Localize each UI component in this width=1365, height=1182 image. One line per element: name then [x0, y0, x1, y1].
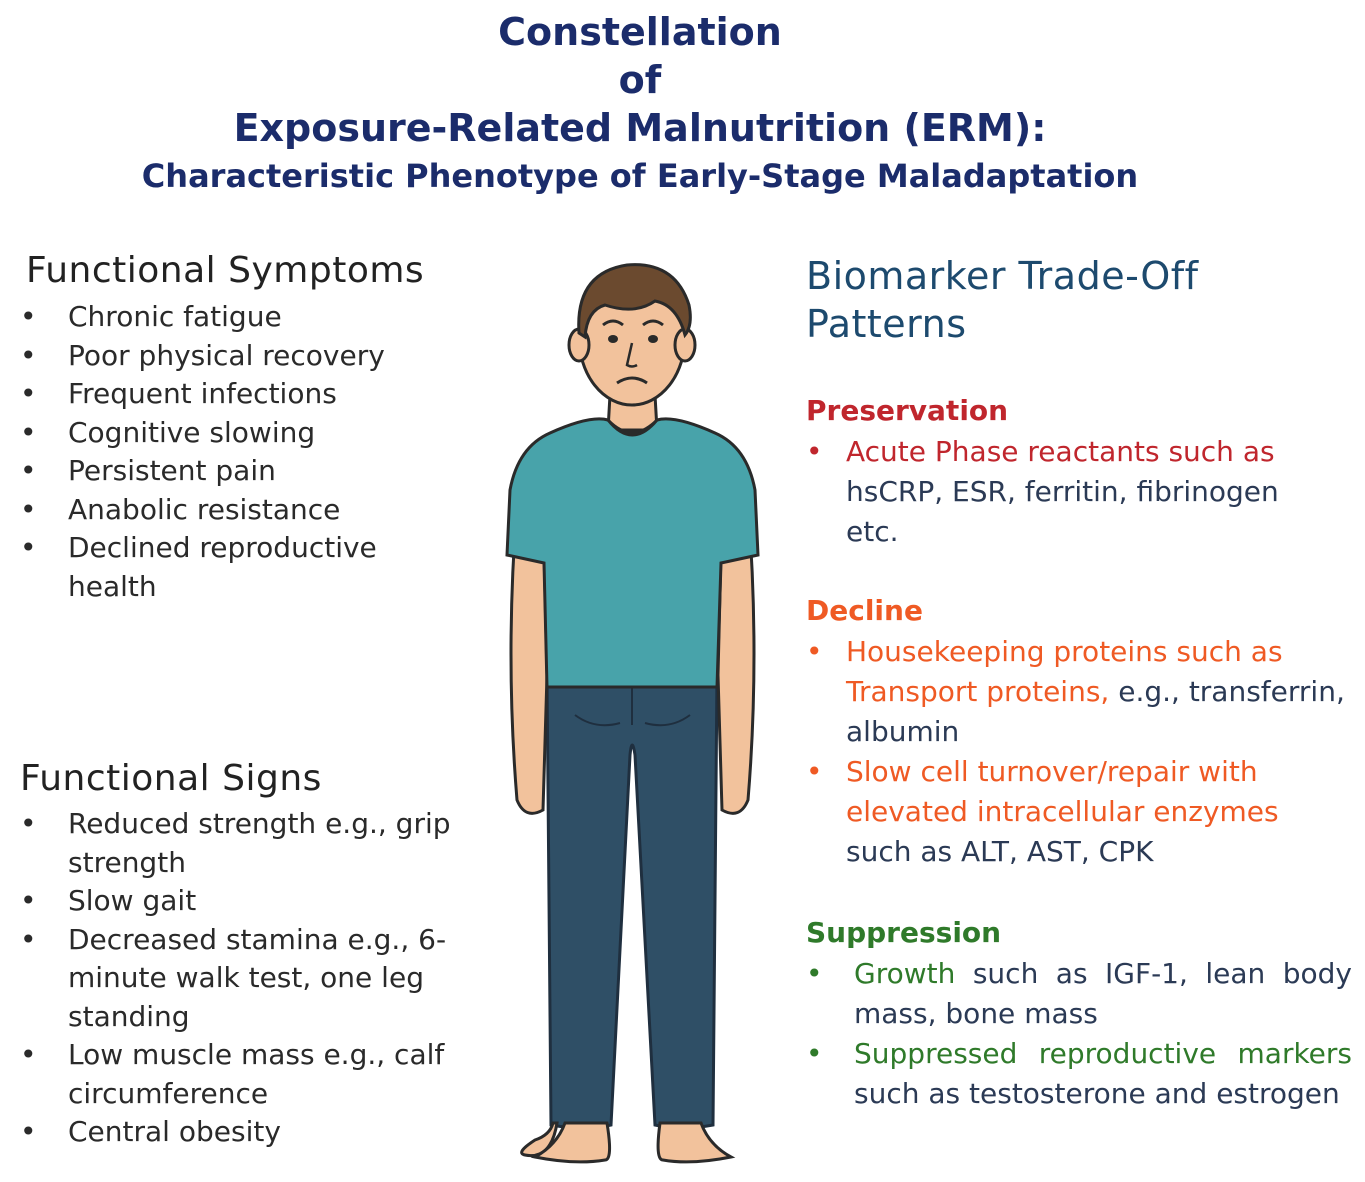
bullet-icon: •: [20, 922, 37, 956]
sad-mouth: [616, 376, 648, 385]
list-item: • Housekeeping proteins such as Transpor…: [806, 632, 1346, 752]
left-arm: [509, 503, 549, 815]
bullet-icon: •: [806, 957, 823, 990]
bullet-icon: •: [20, 300, 37, 333]
list-item: •Decreased stamina e.g., 6-minute walk t…: [20, 922, 447, 1033]
list-item: •Declined reproductive health: [20, 531, 377, 603]
left-eyebrow: [602, 319, 624, 327]
title-line-1: Constellation: [498, 10, 782, 54]
symptoms-list: •Chronic fatigue •Poor physical recovery…: [20, 298, 460, 606]
preservation-label: Preservation: [806, 394, 1009, 427]
bullet-icon: •: [806, 1037, 823, 1070]
left-eye: [608, 335, 618, 343]
right-eyebrow: [642, 319, 664, 327]
pants-shape: [545, 673, 719, 1130]
decline-label: Decline: [806, 594, 923, 627]
collar: [606, 419, 659, 437]
bullet-icon: •: [20, 807, 37, 840]
list-item: •Cognitive slowing: [20, 414, 460, 453]
title-line-2: of: [618, 58, 662, 102]
bullet-icon: •: [806, 755, 823, 788]
pants-crease-right: [644, 714, 691, 727]
list-item: •Low muscle mass e.g., calf circumferenc…: [20, 1038, 445, 1110]
bullet-icon: •: [20, 415, 37, 449]
list-item: •Slow gait: [20, 882, 490, 921]
list-item: •Anabolic resistance: [20, 491, 460, 530]
list-item: • Growth such as IGF-1, lean body mass, …: [806, 954, 1352, 1034]
list-item: •Chronic fatigue: [20, 298, 460, 337]
list-item: • Slow cell turnover/repair with elevate…: [806, 752, 1346, 872]
bullet-icon: •: [806, 435, 823, 468]
pants-crease-left: [574, 714, 621, 727]
symptoms-heading: Functional Symptoms: [26, 250, 425, 291]
person-illustration: [505, 263, 760, 1164]
list-item: • Suppressed reproductive markers such a…: [806, 1034, 1352, 1114]
signs-list: •Reduced strength e.g., grip strength •S…: [20, 805, 490, 1152]
title-line-3: Exposure-Related Malnutrition (ERM):: [233, 106, 1047, 150]
nose: [625, 342, 638, 368]
bullet-icon: •: [20, 377, 37, 410]
right-foot-body: [656, 1121, 736, 1164]
suppression-list: • Growth such as IGF-1, lean body mass, …: [806, 954, 1352, 1114]
bullet-icon: •: [20, 531, 37, 564]
shirt-shape: [505, 417, 760, 689]
bullet-icon: •: [20, 1038, 37, 1071]
suppression-label: Suppression: [806, 916, 1002, 949]
decline-list: • Housekeeping proteins such as Transpor…: [806, 632, 1346, 872]
list-item: •Frequent infections: [20, 375, 460, 414]
bullet-icon: •: [20, 492, 37, 526]
biomarker-heading: Biomarker Trade-Off Patterns: [806, 254, 1199, 346]
title-block: Constellation of Exposure-Related Malnut…: [0, 8, 1280, 196]
list-item: • Acute Phase reactants such as hsCRP, E…: [806, 432, 1336, 552]
left-foot-body: [530, 1121, 612, 1164]
bullet-icon: •: [806, 635, 823, 668]
list-item: •Reduced strength e.g., grip strength: [20, 807, 451, 879]
bullet-icon: •: [20, 1115, 37, 1148]
bullet-icon: •: [20, 884, 37, 917]
bullet-icon: •: [20, 338, 37, 372]
list-item: •Central obesity: [20, 1113, 490, 1152]
list-item: •Poor physical recovery: [20, 337, 460, 376]
right-arm: [716, 503, 756, 815]
hair: [577, 263, 692, 340]
bullet-icon: •: [20, 454, 37, 487]
title-line-4: Characteristic Phenotype of Early-Stage …: [141, 157, 1139, 195]
preservation-list: • Acute Phase reactants such as hsCRP, E…: [806, 432, 1336, 552]
list-item: •Persistent pain: [20, 452, 460, 491]
signs-heading: Functional Signs: [20, 758, 322, 799]
right-eye: [648, 335, 658, 343]
